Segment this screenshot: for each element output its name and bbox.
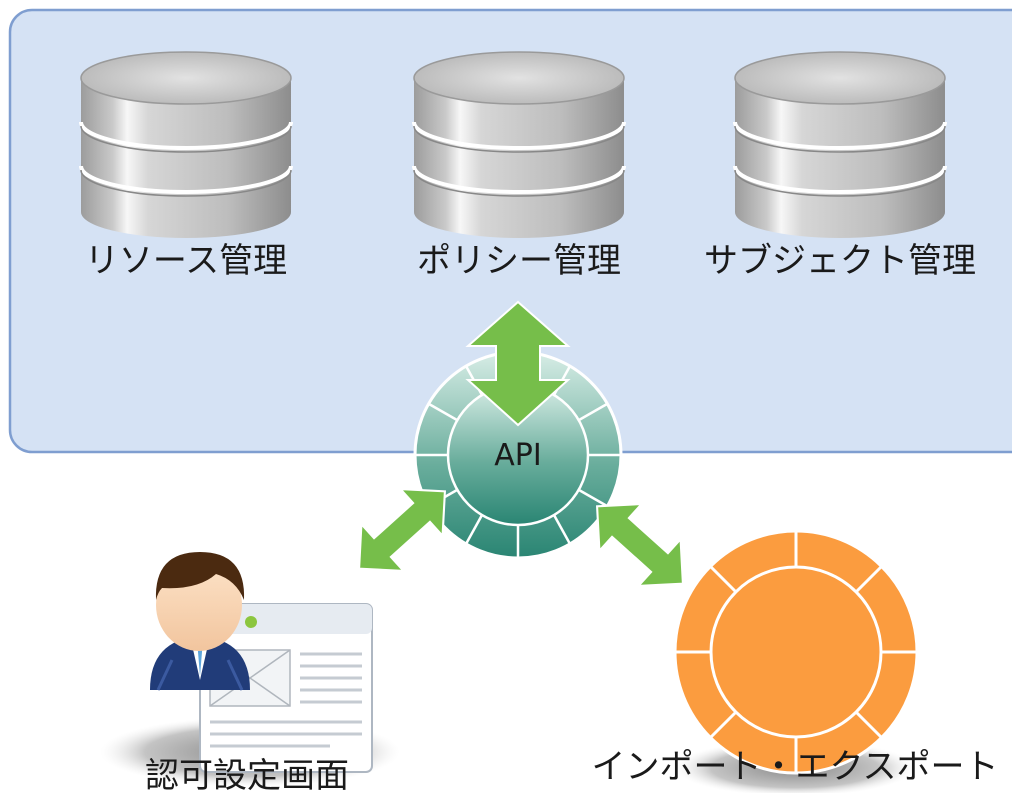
subject-database-icon bbox=[733, 51, 947, 238]
api-admin-arrow bbox=[357, 487, 447, 573]
admin-screen-label: 認可設定画面 bbox=[145, 756, 349, 793]
resource-management-label: リソース管理 bbox=[85, 241, 287, 281]
import-export-icon bbox=[673, 529, 919, 775]
api-import-export-arrow bbox=[595, 502, 685, 588]
policy-database-icon bbox=[412, 51, 626, 238]
api-label: API bbox=[494, 438, 541, 473]
settings-window-icon bbox=[199, 603, 373, 773]
subject-management-label: サブジェクト管理 bbox=[704, 241, 976, 281]
import-export-label: インポート・エクスポート bbox=[592, 747, 999, 787]
policy-management-label: ポリシー管理 bbox=[417, 241, 621, 281]
resource-database-icon bbox=[79, 51, 293, 238]
api-policy-arrow bbox=[465, 300, 571, 427]
admin-user-icon bbox=[150, 552, 250, 691]
